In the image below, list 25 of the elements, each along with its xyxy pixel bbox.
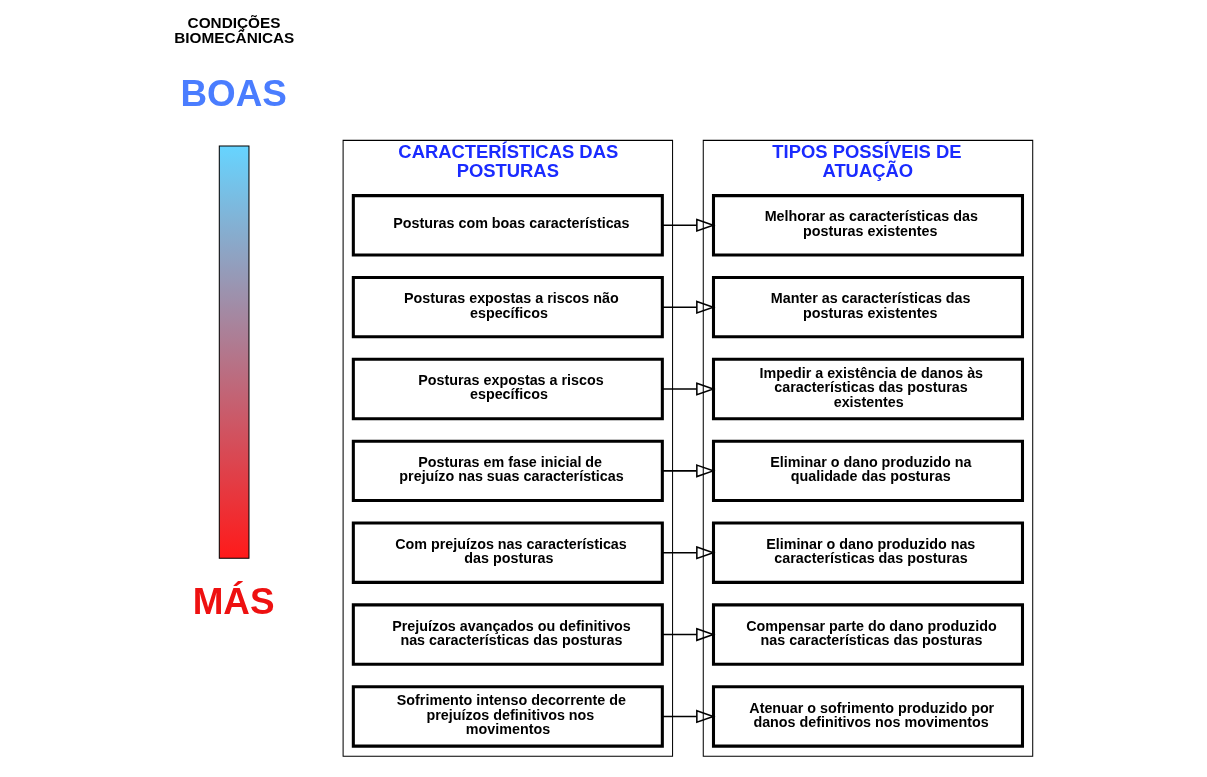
node-box: Posturas expostas a riscos específicos bbox=[351, 357, 664, 421]
node-box: Posturas com boas características bbox=[351, 194, 664, 257]
node-box: Compensar parte do dano produzido nas características das posturas bbox=[711, 603, 1025, 666]
label: BOAS bbox=[180, 73, 287, 115]
arrow bbox=[661, 627, 716, 642]
node-box: Atenuar o sofrimento produzido por danos definitivos nos movimentos bbox=[711, 685, 1025, 748]
node-bar bbox=[218, 145, 250, 559]
node-box: Melhorar as características das posturas existentes bbox=[711, 194, 1025, 257]
arrow bbox=[661, 545, 716, 560]
node-box: Sofrimento intenso decorrente de prejuízos definitivos nos movimentos bbox=[351, 685, 664, 748]
arrow bbox=[661, 218, 716, 233]
node-box: Posturas em fase inicial de prejuízo nas suas características bbox=[351, 439, 664, 503]
arrow bbox=[661, 382, 716, 396]
label: MÁS bbox=[192, 580, 275, 622]
node-box: Eliminar o dano produzido nas características das posturas bbox=[711, 521, 1025, 584]
node-box: Impedir a existência de danos às características das posturas existentes bbox=[711, 357, 1025, 421]
node-box: Eliminar o dano produzido na qualidade das posturas bbox=[711, 439, 1025, 503]
node-box: Com prejuízos nas características das posturas bbox=[351, 521, 664, 584]
arrow bbox=[661, 300, 716, 314]
label: CONDIÇÕES BIOMECÂNICAS bbox=[174, 13, 295, 47]
arrow bbox=[661, 464, 716, 478]
arrow bbox=[661, 709, 716, 724]
node-box: Manter as características das posturas existentes bbox=[711, 275, 1025, 339]
node-box: Prejuízos avançados ou definitivos nas características das posturas bbox=[351, 603, 664, 666]
node-box: Posturas expostas a riscos não específicos bbox=[351, 275, 664, 339]
